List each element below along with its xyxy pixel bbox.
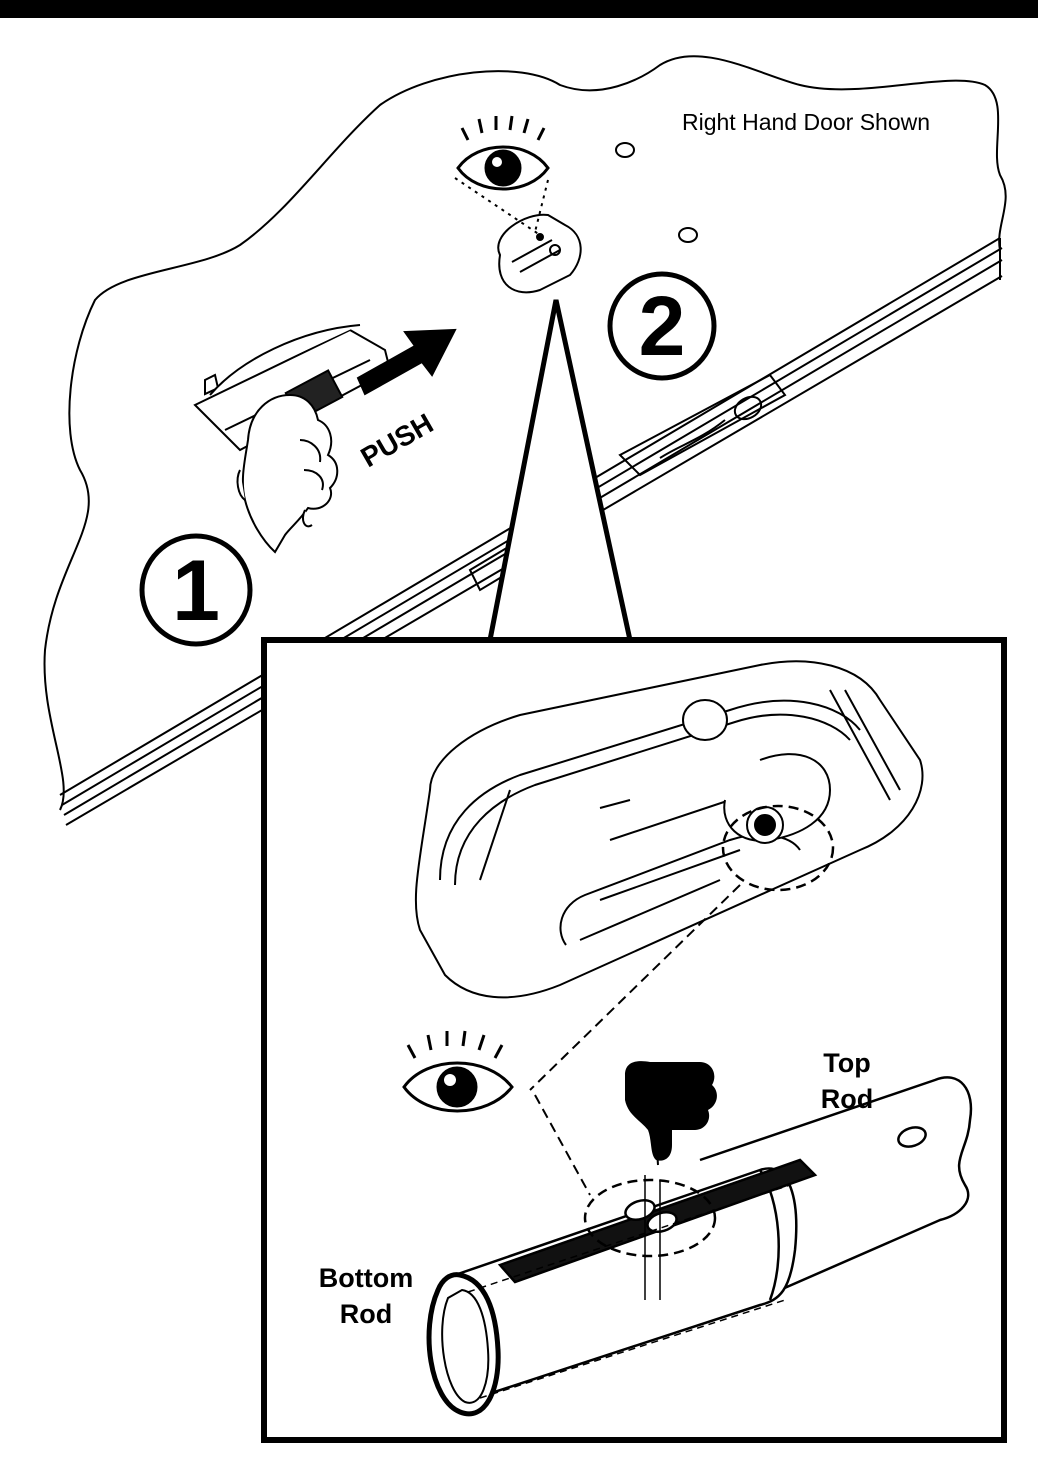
small-slot (497, 213, 582, 294)
eye-icon (402, 1030, 514, 1113)
rod-hidden-lines (467, 1184, 791, 1399)
step-1-badge: 1 (139, 533, 253, 647)
door-hole-2 (678, 227, 698, 243)
bottom-rod-label-line1: Bottom (319, 1263, 413, 1293)
center-line (644, 1175, 661, 1300)
push-label: PUSH (356, 407, 439, 473)
hand-icon (236, 393, 339, 554)
target-circle (721, 804, 835, 892)
header-bar (0, 0, 1038, 18)
bottom-rod-label-line2: Rod (340, 1299, 392, 1329)
rod-assembly (426, 1076, 973, 1417)
top-rod-label-line1: Top (823, 1048, 870, 1078)
top-rod-label-line2: Rod (821, 1084, 873, 1114)
caption: Right Hand Door Shown (682, 109, 930, 135)
step-1-number: 1 (172, 543, 220, 639)
strike-plate-detail (414, 660, 924, 999)
flush-bolt (193, 324, 392, 452)
top-rod-hole (897, 1126, 927, 1148)
step-2-number: 2 (639, 279, 686, 373)
callout-pointer (487, 299, 633, 641)
thumbs-down-icon (625, 1061, 717, 1166)
sight-line (454, 177, 549, 236)
door-hole-1 (615, 142, 635, 158)
eye-icon (456, 115, 550, 191)
inset-sight-line (529, 884, 741, 1196)
step-2-badge: 2 (607, 271, 717, 381)
rod-target-circle (583, 1178, 717, 1258)
push-arrow-icon (356, 328, 457, 396)
door-panel-outline (43, 55, 1007, 811)
